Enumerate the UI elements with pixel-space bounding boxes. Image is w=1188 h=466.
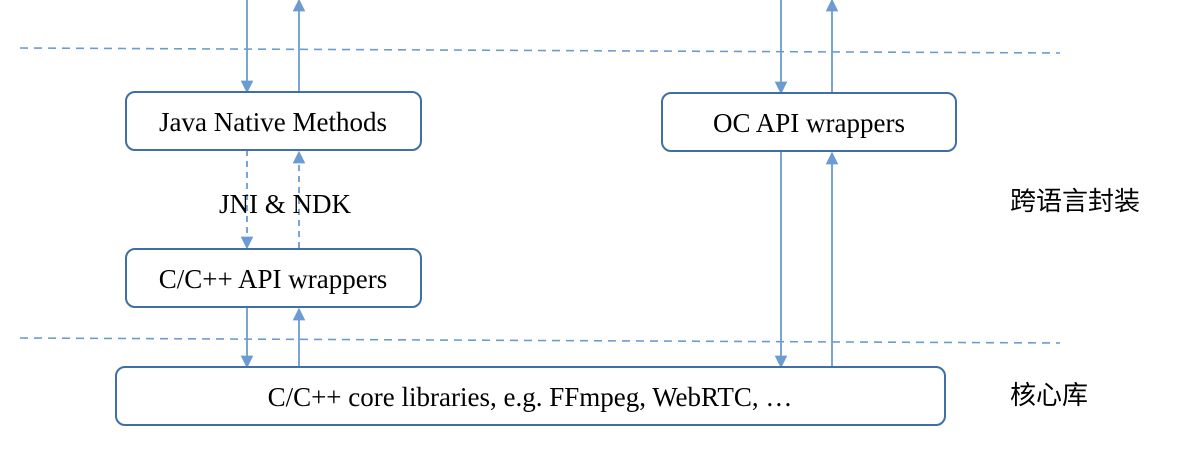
layer-separator-top [19,47,1061,54]
oc-api-wrappers-box: OC API wrappers [661,92,957,152]
java-native-methods-box: Java Native Methods [125,91,422,151]
java-native-methods-label: Java Native Methods [159,107,387,137]
oc-api-wrappers-label: OC API wrappers [713,108,905,138]
core-libraries-box: C/C++ core libraries, e.g. FFmpeg, WebRT… [115,366,946,426]
layer-label-core: 核心库 [1010,381,1088,411]
layer-separator-bottom [19,337,1061,344]
cpp-api-wrappers-box: C/C++ API wrappers [125,248,422,308]
cpp-api-wrappers-label: C/C++ API wrappers [159,264,387,294]
jni-ndk-label: JNI & NDK [219,189,351,219]
layer-label-cross-language: 跨语言封装 [1010,187,1140,217]
core-libraries-label: C/C++ core libraries, e.g. FFmpeg, WebRT… [268,382,793,412]
